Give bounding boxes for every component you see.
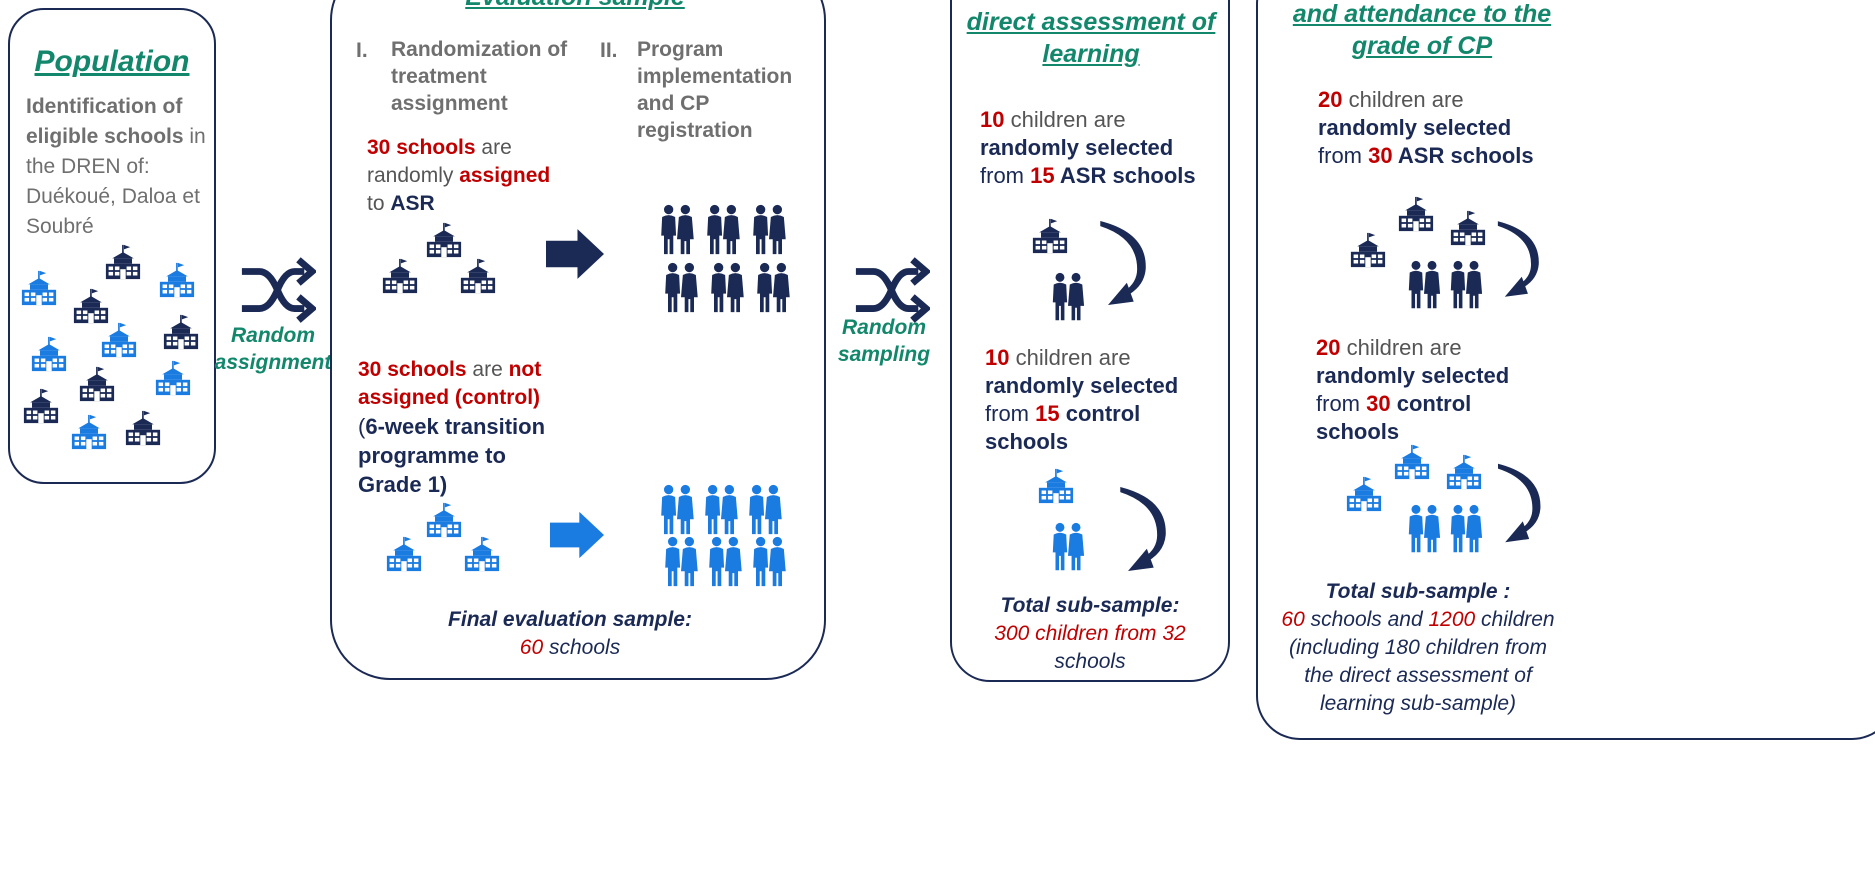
school-icon <box>424 222 464 258</box>
children-icon <box>706 536 744 588</box>
population-title: Population <box>34 45 190 78</box>
population-line: Soubré <box>26 215 94 238</box>
curved-arrow-icon <box>1494 454 1550 552</box>
school-icon <box>20 270 58 306</box>
school-icon <box>1030 218 1070 254</box>
school-icon <box>1348 232 1388 268</box>
children-icon <box>1406 260 1442 310</box>
step-1-number: I. <box>356 39 368 62</box>
children-icon <box>1050 522 1086 572</box>
treatment-text: 30 schools are randomly assigned to ASR <box>367 136 551 215</box>
school-icon <box>1344 476 1384 512</box>
school-icon <box>70 414 108 450</box>
attendance-asr-text: 20 children are randomly selected from 3… <box>1318 87 1534 168</box>
children-icon <box>1406 504 1442 554</box>
direct-total-subsample: Total sub-sample: 300 children from 32 s… <box>994 594 1186 673</box>
direct-control-text: 10 children are randomly selected from 1… <box>985 345 1179 454</box>
arrow-right-icon <box>550 508 604 562</box>
attendance-panel <box>1256 0 1875 740</box>
school-icon <box>22 388 60 424</box>
children-icon <box>1050 272 1086 322</box>
children-icon <box>662 262 700 314</box>
population-line: Duékoué, Daloa et <box>26 185 200 208</box>
children-icon <box>1448 260 1484 310</box>
attendance-total-subsample: Total sub-sample : 60 schools and 1200 c… <box>1281 580 1555 715</box>
school-icon <box>104 244 142 280</box>
direct-asr-text: 10 children are randomly selected from 1… <box>980 107 1196 188</box>
population-in: in <box>183 125 206 148</box>
shuffle-icon <box>238 252 316 330</box>
school-icon <box>162 314 200 350</box>
children-icon <box>750 536 788 588</box>
population-identification: Identification of eligible schools <box>26 95 184 148</box>
children-icon <box>1448 504 1484 554</box>
school-icon <box>124 410 162 446</box>
arrow-right-icon <box>546 226 604 282</box>
children-icon <box>750 204 788 256</box>
children-icon <box>704 204 742 256</box>
children-icon <box>658 484 696 536</box>
school-icon <box>30 336 68 372</box>
school-icon <box>78 366 116 402</box>
school-icon <box>462 536 502 572</box>
evaluation-title: Evaluation sample <box>380 0 770 13</box>
control-text: 30 schools are not assigned (control) <box>358 358 542 409</box>
school-icon <box>384 536 424 572</box>
step-2-number: II. <box>600 39 618 62</box>
school-icon <box>458 258 498 294</box>
attendance-control-text: 20 children are randomly selected from 3… <box>1316 335 1510 444</box>
direct-assessment-panel <box>950 0 1230 682</box>
population-description: Identification of eligible schools in th… <box>26 92 216 242</box>
school-icon <box>154 360 192 396</box>
children-icon <box>702 484 740 536</box>
school-icon <box>158 262 196 298</box>
school-icon <box>424 502 464 538</box>
school-icon <box>1392 444 1432 480</box>
curved-arrow-icon <box>1116 478 1176 580</box>
children-icon <box>754 262 792 314</box>
curved-arrow-icon <box>1096 210 1156 316</box>
curved-arrow-icon <box>1494 212 1548 306</box>
children-icon <box>662 536 700 588</box>
children-icon <box>658 204 696 256</box>
children-icon <box>746 484 784 536</box>
school-icon <box>100 322 138 358</box>
school-icon <box>72 288 110 324</box>
population-line: the DREN of: <box>26 155 150 178</box>
school-icon <box>1448 210 1488 246</box>
school-icon <box>1396 196 1436 232</box>
final-evaluation-sample: Final evaluation sample: 60 schools <box>448 608 692 659</box>
control-programme-text: (6-week transition programme to Grade 1) <box>358 414 546 497</box>
children-icon <box>708 262 746 314</box>
school-icon <box>1036 468 1076 504</box>
school-icon <box>1444 454 1484 490</box>
school-icon <box>380 258 420 294</box>
